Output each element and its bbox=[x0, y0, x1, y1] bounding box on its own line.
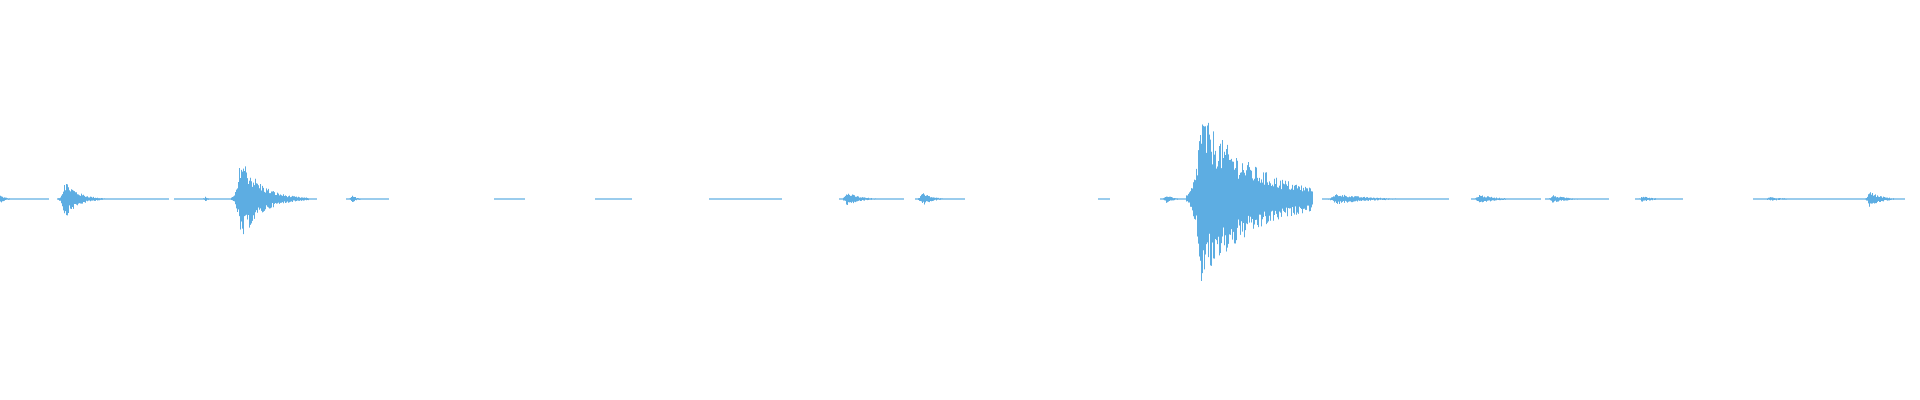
waveform-trace bbox=[0, 122, 1905, 282]
